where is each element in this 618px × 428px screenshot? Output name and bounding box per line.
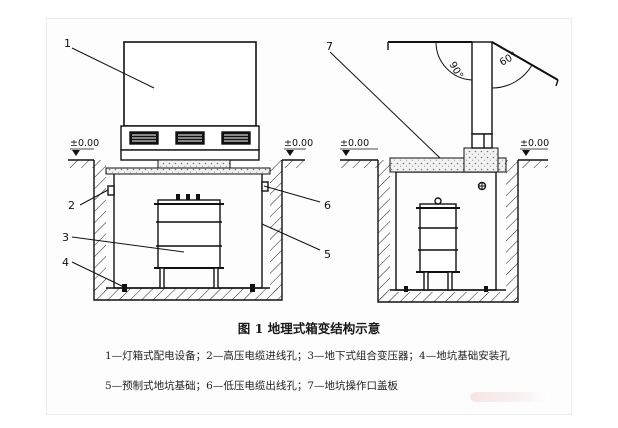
elevation-right-outer: ±0.00 — [340, 138, 369, 149]
elevation-right-inner: ±0.00 — [520, 138, 549, 149]
label-4: 4 — [62, 256, 69, 269]
label-5: 5 — [324, 248, 331, 261]
label-1: 1 — [64, 37, 71, 50]
left-view — [68, 41, 321, 301]
angle-60: 60° — [498, 50, 519, 68]
label-2: 2 — [68, 199, 75, 212]
label-3: 3 — [62, 231, 69, 244]
figure-caption: 图 1 地理式箱变结构示意 — [237, 321, 381, 336]
elevation-left-inner: ±0.00 — [284, 138, 313, 149]
watermark — [470, 392, 550, 402]
right-view — [329, 41, 559, 303]
legend-line-1: 1—灯箱式配电设备；2—高压电缆进线孔；3—地下式组合变压器；4—地坑基础安装孔 — [105, 350, 510, 362]
label-6: 6 — [324, 199, 331, 212]
label-7: 7 — [326, 40, 333, 53]
legend-line-2: 5—预制式地坑基础；6—低压电缆出线孔；7—地坑操作口盖板 — [105, 380, 399, 392]
elevation-left-outer: ±0.00 — [70, 138, 99, 149]
